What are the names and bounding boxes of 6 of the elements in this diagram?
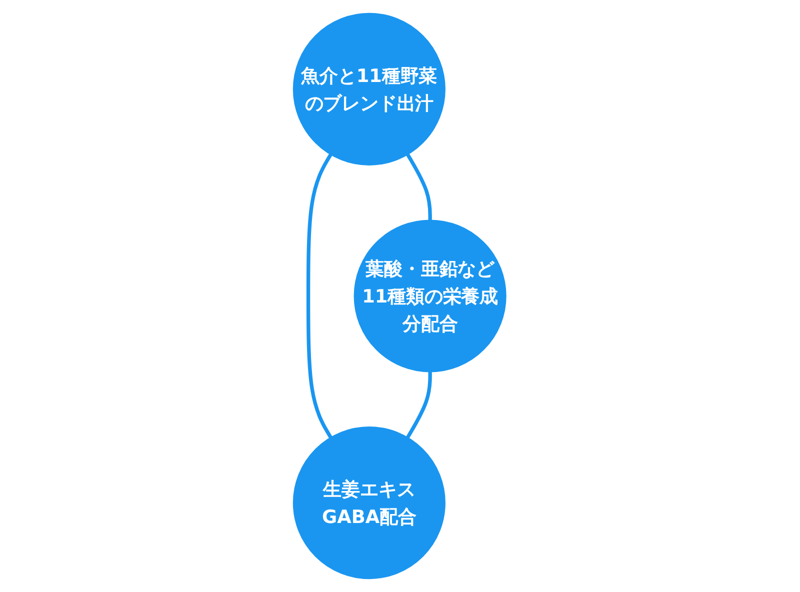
node-circle: 魚介と11種野菜のブレンド出汁: [293, 12, 446, 166]
connector: [306, 154, 333, 438]
node-circle: 生姜エキスGABA配合: [293, 426, 446, 580]
node-circle: 葉酸・亜鉛など11種類の栄養成分配合: [354, 220, 507, 372]
connector: [406, 372, 432, 438]
connector: [406, 154, 432, 220]
